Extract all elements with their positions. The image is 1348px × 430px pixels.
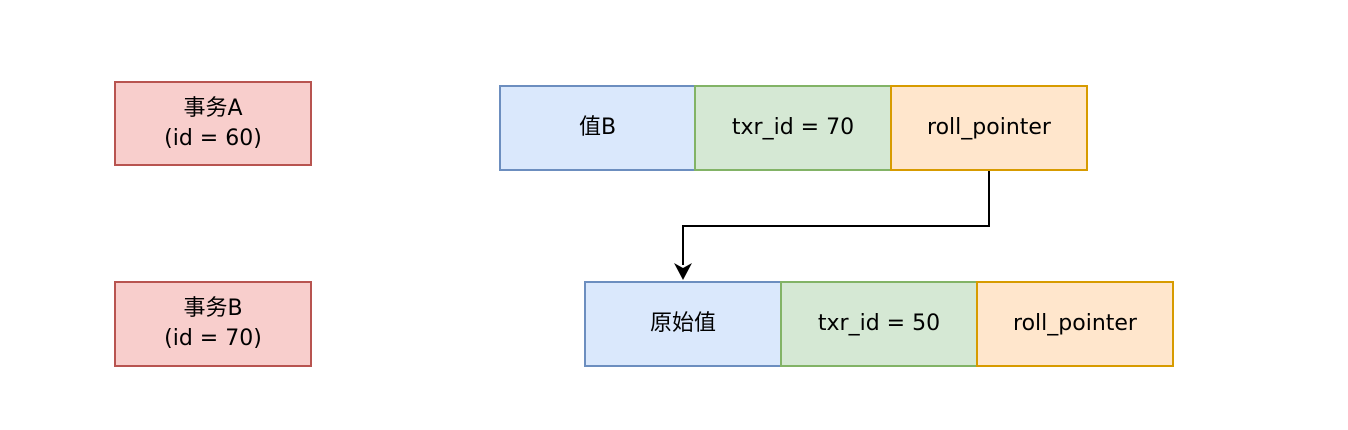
roll-pointer-arrow-line	[682, 171, 990, 265]
transaction-a-id: (id = 60)	[164, 125, 262, 151]
record-1-value-cell: 值B	[499, 85, 696, 171]
record-2-value-cell: 原始值	[584, 281, 782, 367]
transaction-b-box: 事务B (id = 70)	[114, 281, 312, 367]
transaction-a-name: 事务A	[183, 95, 243, 121]
transaction-b-id: (id = 70)	[164, 326, 262, 351]
record-1-roll-pointer-cell: roll_pointer	[890, 85, 1088, 171]
transaction-a-box: 事务A (id = 60)	[114, 81, 312, 166]
transaction-b-name: 事务B	[183, 296, 243, 321]
record-1-txr-id-cell: txr_id = 70	[694, 85, 892, 171]
record-2-roll-pointer-cell: roll_pointer	[976, 281, 1174, 367]
roll-pointer-arrowhead	[674, 263, 692, 280]
record-2-txr-id-cell: txr_id = 50	[780, 281, 978, 367]
